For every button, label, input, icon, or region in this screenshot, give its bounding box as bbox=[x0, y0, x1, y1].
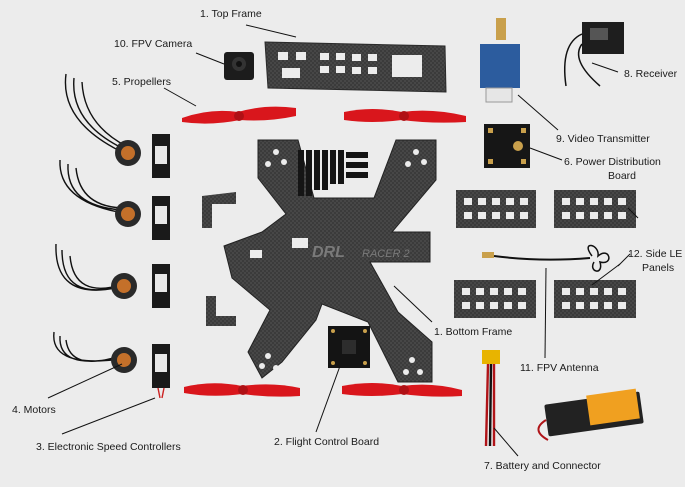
label-battery: 7. Battery and Connector bbox=[484, 460, 601, 472]
label-bottom-frame: 1. Bottom Frame bbox=[434, 326, 513, 338]
label-video-transmitter: 9. Video Transmitter bbox=[556, 133, 650, 145]
standoffs bbox=[298, 150, 368, 196]
label-flight-control: 2. Flight Control Board bbox=[274, 436, 380, 448]
label-fpv-camera: 10. FPV Camera bbox=[114, 38, 193, 50]
power-distribution-board bbox=[484, 124, 530, 168]
side-led-panels bbox=[454, 190, 636, 318]
video-transmitter bbox=[480, 18, 520, 103]
label-motors: 4. Motors bbox=[12, 404, 56, 416]
frame-logo-model: RACER 2 bbox=[362, 248, 410, 260]
frame-logo-brand: DRL bbox=[312, 244, 345, 261]
label-fpv-antenna: 11. FPV Antenna bbox=[520, 362, 599, 374]
propellers bbox=[182, 106, 466, 397]
label-power-distribution-2: Board bbox=[608, 170, 637, 182]
propeller-bottom-right bbox=[342, 383, 462, 397]
led-panel-3 bbox=[454, 280, 536, 318]
flight-control-board bbox=[328, 326, 370, 368]
motor-2 bbox=[59, 159, 141, 227]
label-side-led-2: Panels bbox=[642, 262, 675, 274]
led-panel-2 bbox=[554, 190, 636, 228]
label-receiver: 8. Receiver bbox=[624, 68, 678, 80]
label-top-frame: 1. Top Frame bbox=[200, 8, 262, 20]
propeller-bottom-left bbox=[184, 383, 300, 397]
label-power-distribution: 6. Power Distribution bbox=[564, 156, 661, 168]
label-side-led: 12. Side LE bbox=[628, 248, 683, 260]
label-propellers: 5. Propellers bbox=[112, 76, 171, 88]
label-esc: 3. Electronic Speed Controllers bbox=[36, 441, 181, 453]
battery-and-connector bbox=[482, 350, 644, 447]
frame-side-brackets bbox=[202, 192, 236, 326]
led-panel-4 bbox=[554, 280, 636, 318]
motor-1 bbox=[64, 73, 141, 166]
motors bbox=[53, 73, 141, 373]
leader-lines bbox=[47, 24, 639, 457]
propeller-top-left bbox=[182, 106, 296, 124]
top-frame bbox=[264, 41, 447, 93]
electronic-speed-controllers bbox=[152, 134, 170, 399]
motor-4 bbox=[53, 331, 137, 373]
receiver bbox=[564, 22, 624, 87]
motor-3 bbox=[55, 243, 137, 299]
bottom-frame bbox=[223, 139, 437, 383]
led-panel-1 bbox=[456, 190, 536, 228]
fpv-antenna bbox=[482, 244, 610, 272]
propeller-top-right bbox=[344, 109, 466, 123]
fpv-camera bbox=[224, 52, 254, 80]
